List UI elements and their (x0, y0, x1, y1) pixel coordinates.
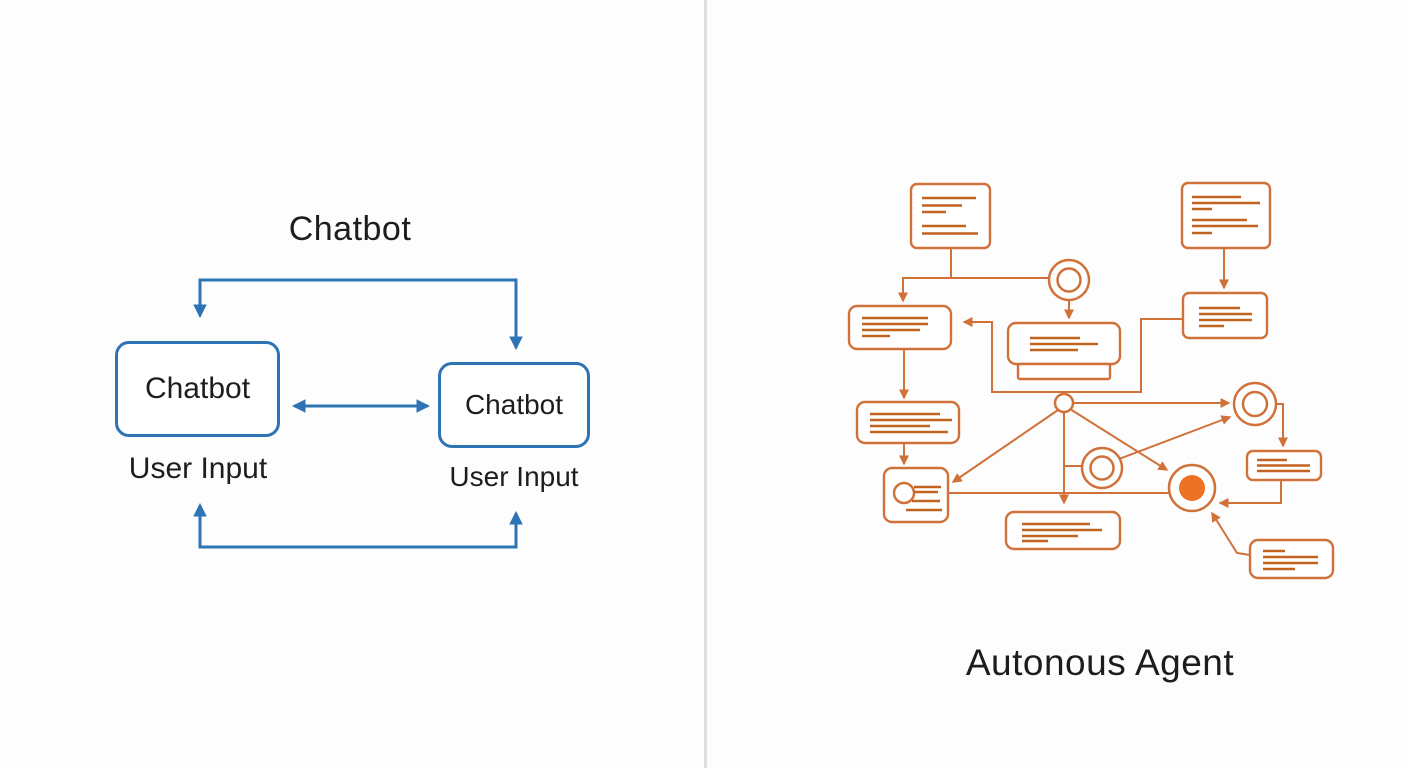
user-input-label-right: User Input (449, 461, 579, 492)
right-panel-title: Autonous Agent (965, 642, 1235, 683)
card-to-ring-link (950, 248, 1048, 279)
chatbot-node-left-label: Chatbot (144, 372, 251, 405)
user-input-label-left: User Input (128, 452, 268, 485)
agent-card-right-3 (1245, 449, 1323, 482)
chatbot-node-left: Chatbot (115, 341, 280, 437)
agent-card-left-1 (847, 304, 953, 351)
card-to-leftcard-arrow (898, 277, 951, 303)
agent-card-top-right (1180, 181, 1272, 250)
chatbot-node-right-label: Chatbot (464, 389, 564, 420)
left-panel-title: Chatbot (288, 210, 412, 248)
agent-card-left-2 (855, 400, 961, 445)
junction-to-dot-arrow (1069, 408, 1169, 471)
midring-to-rightring-arrow (1118, 415, 1232, 460)
agent-card-bottom-right (1248, 538, 1335, 580)
agent-junction-node (1053, 392, 1075, 414)
top-loop-arrow (193, 278, 523, 351)
rightring-down-arrow (1276, 403, 1288, 448)
chatbot-node-right: Chatbot (438, 362, 590, 448)
bottomright-to-dot-arrow (1211, 511, 1251, 556)
agent-ring-node-top (1047, 258, 1091, 302)
right-elbow-to-leftcard-arrow (962, 317, 1183, 393)
agent-card-center (1006, 321, 1122, 381)
tool-glyph-icon (892, 481, 916, 505)
agent-ring-node-middle (1080, 446, 1124, 490)
rightcard-to-dot-arrow (1218, 480, 1282, 508)
agent-card-tool (882, 466, 950, 524)
agent-connectors (898, 248, 1288, 556)
agent-card-right-2 (1181, 291, 1269, 340)
junction-to-gcard-arrow (951, 409, 1059, 483)
agent-active-state-node (1167, 463, 1217, 513)
agent-card-top-left (909, 182, 992, 250)
agent-ring-node-right (1232, 381, 1278, 427)
agent-card-bottom-center (1004, 510, 1122, 551)
panel-divider (704, 0, 707, 768)
bottom-loop-arrow (193, 502, 523, 549)
